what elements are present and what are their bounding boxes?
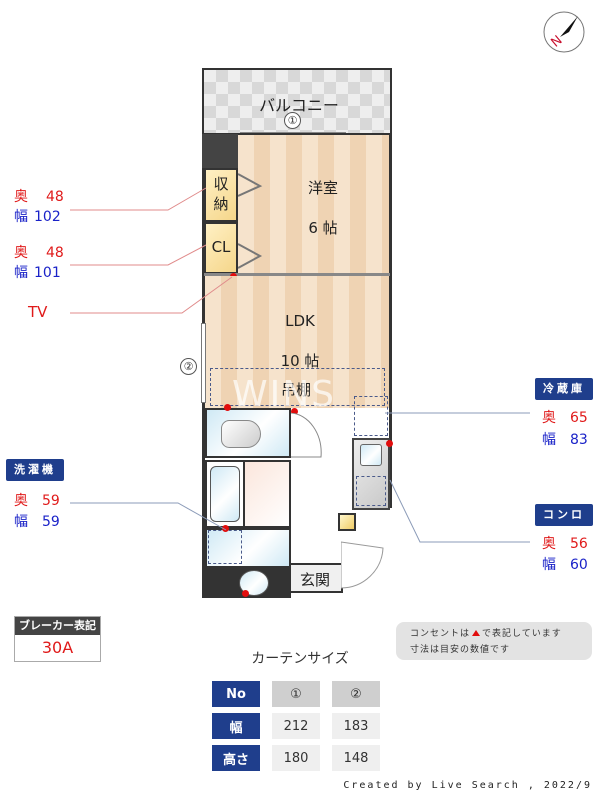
compass: N — [542, 10, 586, 54]
notes-box: コンセントはで表記しています 寸法は目安の数値です — [396, 622, 592, 660]
room-divider — [204, 273, 390, 276]
kitchen-sink-icon — [360, 444, 382, 466]
ldk-label: LDK — [285, 312, 315, 330]
outlet-marker — [386, 440, 393, 447]
stove-space — [356, 476, 386, 506]
table-row: No ① ② — [212, 681, 380, 707]
table-cell: 183 — [332, 713, 380, 739]
pillar — [202, 134, 238, 168]
compass-icon: N — [543, 11, 585, 53]
washer-badge: 洗濯機 — [6, 459, 64, 481]
closet-door-icon — [238, 243, 263, 269]
curtain-size-table: No ① ② 幅 212 183 高さ 180 148 — [200, 675, 392, 777]
table-header: No — [212, 681, 260, 707]
wall-right — [389, 133, 392, 508]
storage-door-icon — [238, 173, 263, 197]
closet-label: CL — [211, 238, 231, 256]
table-cell: 148 — [332, 745, 380, 771]
meter-box — [338, 513, 356, 531]
row-label: 高さ — [212, 745, 260, 771]
table-row: 高さ 180 148 — [212, 745, 380, 771]
window-2-marker: ② — [180, 358, 197, 375]
notes-line-1: コンセントはで表記しています — [410, 629, 562, 639]
window-2 — [201, 323, 206, 403]
fridge-space — [354, 396, 388, 436]
stove-badge: コンロ — [535, 504, 593, 526]
notes-line-2: 寸法は目安の数値です — [410, 645, 511, 655]
outlet-marker — [222, 525, 229, 532]
row-label: 幅 — [212, 713, 260, 739]
breaker-title: ブレーカー表記 — [15, 617, 100, 635]
outlet-legend-icon — [472, 630, 481, 636]
breaker-value: 30A — [15, 635, 100, 661]
outlet-marker — [291, 408, 298, 415]
footer-credit: Created by Live Search , 2022/9 — [343, 780, 592, 791]
storage: 収納 — [204, 168, 238, 222]
western-room-label: 洋室 — [307, 179, 338, 197]
western-room: 洋室 6 帖 — [238, 135, 389, 273]
floor-plan: バルコニー ① 洋室 6 帖 収納 CL LDK 10 帖 吊棚 WINS ② — [180, 68, 393, 600]
hanging-shelf-label: 吊棚 — [280, 381, 311, 399]
table-cell: 180 — [272, 745, 320, 771]
bathtub-icon — [210, 466, 240, 522]
ldk: LDK 10 帖 — [205, 276, 389, 408]
balcony: バルコニー ① — [202, 68, 392, 133]
entrance-label: 玄関 — [299, 571, 330, 589]
table-row: 幅 212 183 — [212, 713, 380, 739]
toilet-icon — [221, 420, 261, 448]
wall-top — [202, 133, 392, 135]
entrance: 玄関 — [291, 563, 343, 593]
tv-label: TV — [28, 303, 48, 321]
outlet-marker — [242, 590, 249, 597]
breaker-box: ブレーカー表記 30A — [14, 616, 101, 662]
curtain-title: カーテンサイズ — [251, 651, 349, 667]
western-room-size: 6 帖 — [308, 219, 338, 237]
window-1-marker: ① — [284, 112, 301, 129]
bathroom — [205, 460, 245, 528]
fridge-badge: 冷蔵庫 — [535, 378, 593, 400]
entrance-door-icon — [341, 541, 384, 589]
hanging-shelf: 吊棚 — [210, 368, 385, 406]
balcony-label: バルコニー — [259, 96, 339, 115]
door-swing-icon — [291, 413, 322, 458]
kitchen-counter — [352, 438, 390, 510]
storage-label: 収納 — [213, 175, 229, 213]
ldk-size: 10 帖 — [280, 352, 320, 370]
table-header: ② — [332, 681, 380, 707]
table-cell: 212 — [272, 713, 320, 739]
laundry-area — [205, 528, 291, 568]
table-header: ① — [272, 681, 320, 707]
toilet-room — [205, 408, 291, 458]
outlet-marker — [224, 404, 231, 411]
washroom-floor — [245, 460, 291, 528]
